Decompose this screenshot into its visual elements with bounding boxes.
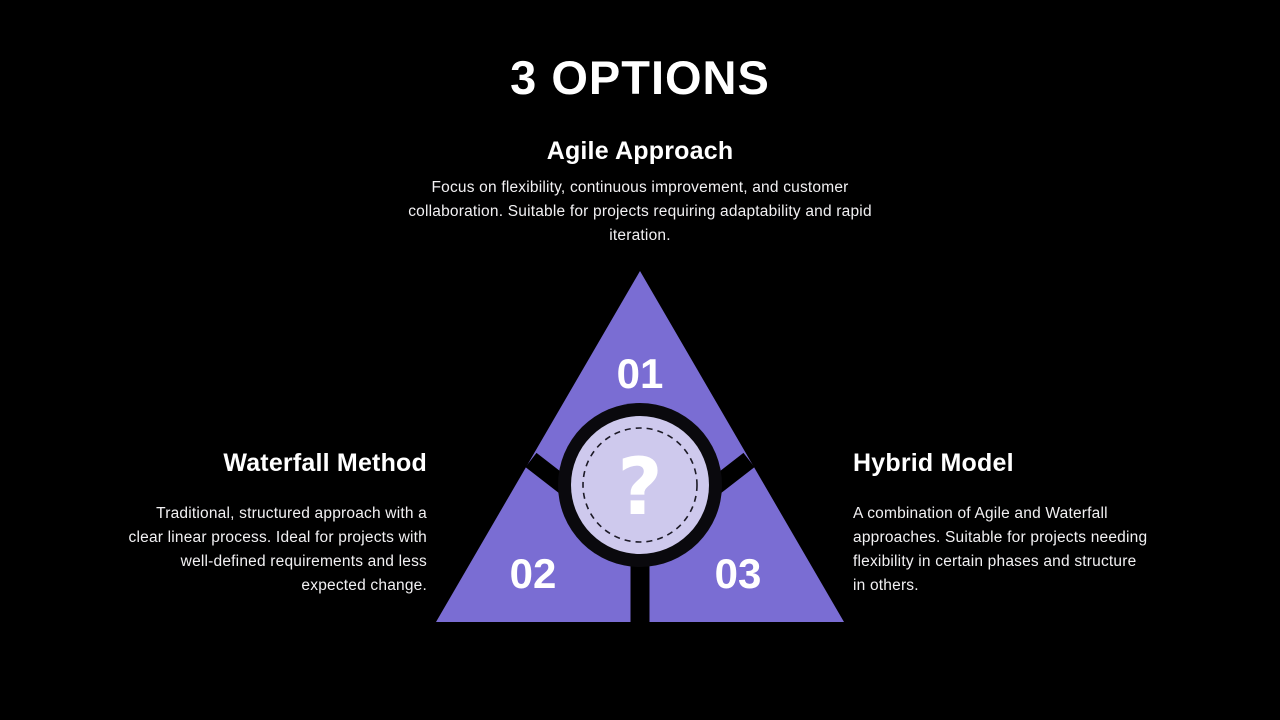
question-mark-icon: ? bbox=[617, 443, 662, 533]
option-waterfall-block: Waterfall Method Traditional, structured… bbox=[127, 449, 427, 598]
option-waterfall-description: Traditional, structured approach with a … bbox=[128, 505, 427, 594]
option-waterfall-title: Waterfall Method bbox=[223, 449, 427, 477]
option-agile-block: Agile Approach Focus on flexibility, con… bbox=[380, 137, 900, 248]
option-agile-title: Agile Approach bbox=[546, 137, 734, 165]
center-circle bbox=[571, 416, 709, 554]
option-number-02: 02 bbox=[510, 550, 557, 597]
option-agile-description: Focus on flexibility, continuous improve… bbox=[408, 179, 872, 244]
option-hybrid-block: Hybrid Model A combination of Agile and … bbox=[853, 449, 1150, 598]
dashed-circle bbox=[582, 427, 698, 543]
option-hybrid-title: Hybrid Model bbox=[853, 449, 1014, 477]
slide-title: 3 OPTIONS bbox=[510, 51, 770, 104]
option-number-03: 03 bbox=[715, 550, 762, 597]
option-hybrid-description: A combination of Agile and Waterfall app… bbox=[853, 505, 1148, 594]
option-number-01: 01 bbox=[617, 350, 664, 397]
